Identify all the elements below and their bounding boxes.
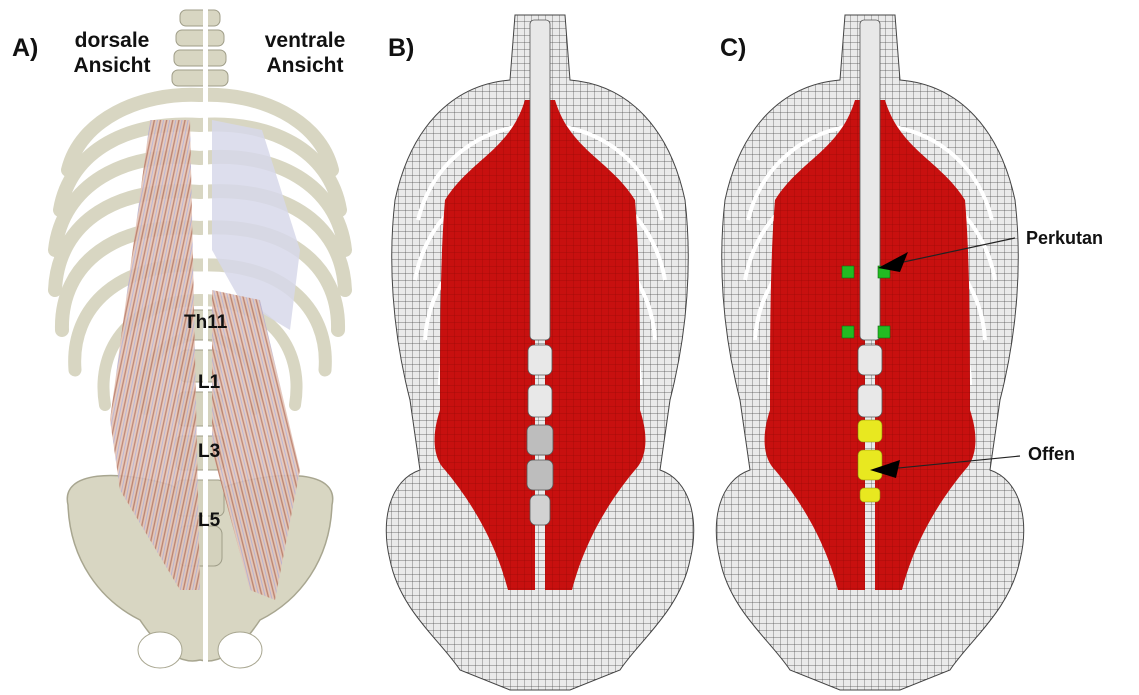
ventral-view-label: ventrale Ansicht (250, 28, 360, 78)
fe-mesh-model (370, 0, 710, 695)
dorsal-view-label: dorsale Ansicht (62, 28, 162, 78)
fe-mesh-model-with-entry-points (710, 0, 1139, 695)
panel-a: A) dorsale Ansicht ventrale Ansicht Th11… (0, 0, 370, 695)
panel-c: C) Perkutan Offen (710, 0, 1139, 695)
vertebra-label-l5: L5 (198, 510, 220, 532)
panel-b: B) (370, 0, 710, 695)
vertebra-label-l1: L1 (198, 372, 220, 394)
open-approach-markers (858, 420, 882, 502)
view-divider (203, 0, 208, 695)
vertebra-label-th11: Th11 (184, 312, 227, 334)
panel-label-b: B) (388, 34, 414, 63)
panel-label-c: C) (720, 34, 746, 63)
callout-perkutan: Perkutan (1026, 228, 1103, 249)
anatomical-model-illustration (0, 0, 370, 695)
spine-column (527, 20, 553, 525)
panel-label-a: A) (12, 34, 38, 63)
spine-column (858, 20, 882, 417)
vertebra-label-l3: L3 (198, 441, 220, 463)
callout-offen: Offen (1028, 444, 1075, 465)
cervical-spine (172, 10, 228, 86)
